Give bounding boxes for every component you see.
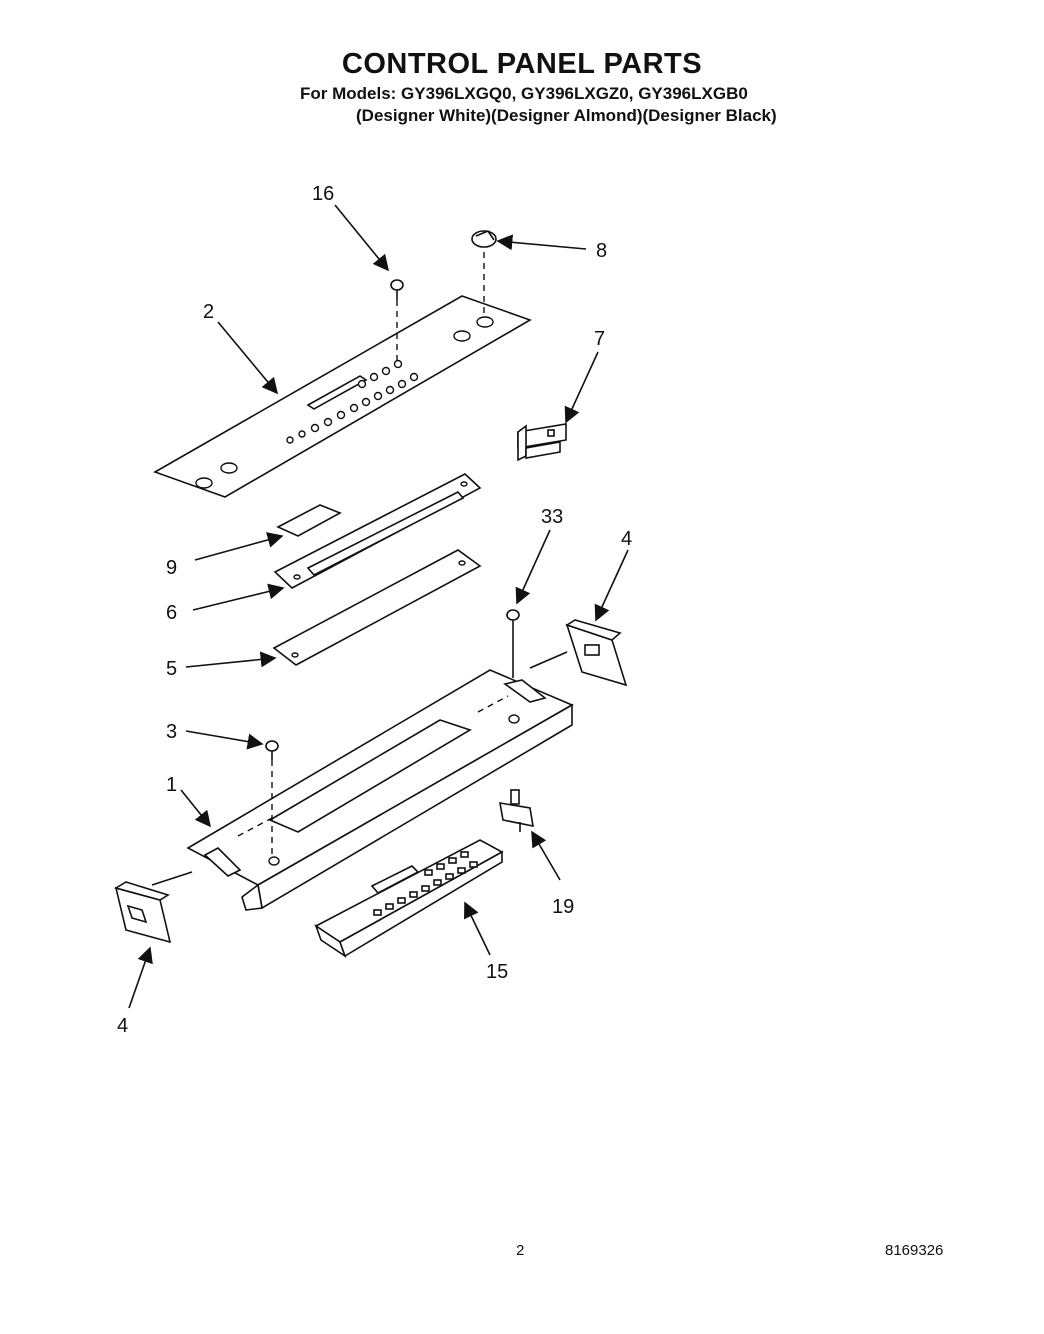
document-number: 8169326 <box>885 1242 944 1259</box>
part-2-control-panel <box>153 295 532 498</box>
callout-33: 33 <box>541 506 563 528</box>
callout-3: 3 <box>166 721 177 743</box>
color-variants: (Designer White)(Designer Almond)(Design… <box>356 106 777 125</box>
part-16-screw <box>390 279 404 360</box>
callout-1: 1 <box>166 774 177 796</box>
part-4-end-cap-left <box>113 871 193 944</box>
leader-lines <box>128 204 629 1009</box>
callout-4-left: 4 <box>117 1015 128 1037</box>
part-33-screw <box>506 609 520 678</box>
page-number: 2 <box>516 1242 525 1259</box>
part-5-backer <box>272 549 482 666</box>
callout-8: 8 <box>596 240 607 262</box>
callout-9: 9 <box>166 557 177 579</box>
callout-6: 6 <box>166 602 177 624</box>
callout-2: 2 <box>203 301 214 323</box>
panel-buttons <box>286 359 419 444</box>
part-7-bracket <box>517 423 567 462</box>
part-15-control-board <box>314 839 504 959</box>
page-title: CONTROL PANEL PARTS <box>341 48 703 80</box>
callout-19: 19 <box>552 896 574 918</box>
callout-labels: 16 8 2 7 33 4 9 6 5 3 1 19 15 4 <box>117 183 632 1037</box>
part-6-overlay <box>273 473 482 589</box>
part-19-switch <box>499 789 534 832</box>
part-3-screw <box>265 740 279 855</box>
part-9-window <box>276 504 342 537</box>
part-4-end-cap-right <box>529 619 628 687</box>
callout-15: 15 <box>486 961 508 983</box>
part-8-knob <box>471 230 497 318</box>
board-keys <box>373 851 478 916</box>
model-list: For Models: GY396LXGQ0, GY396LXGZ0, GY39… <box>300 84 748 103</box>
callout-5: 5 <box>166 658 177 680</box>
callout-7: 7 <box>594 328 605 350</box>
part-1-channel <box>186 669 574 911</box>
callout-16: 16 <box>312 183 334 205</box>
callout-4-right: 4 <box>621 528 632 550</box>
